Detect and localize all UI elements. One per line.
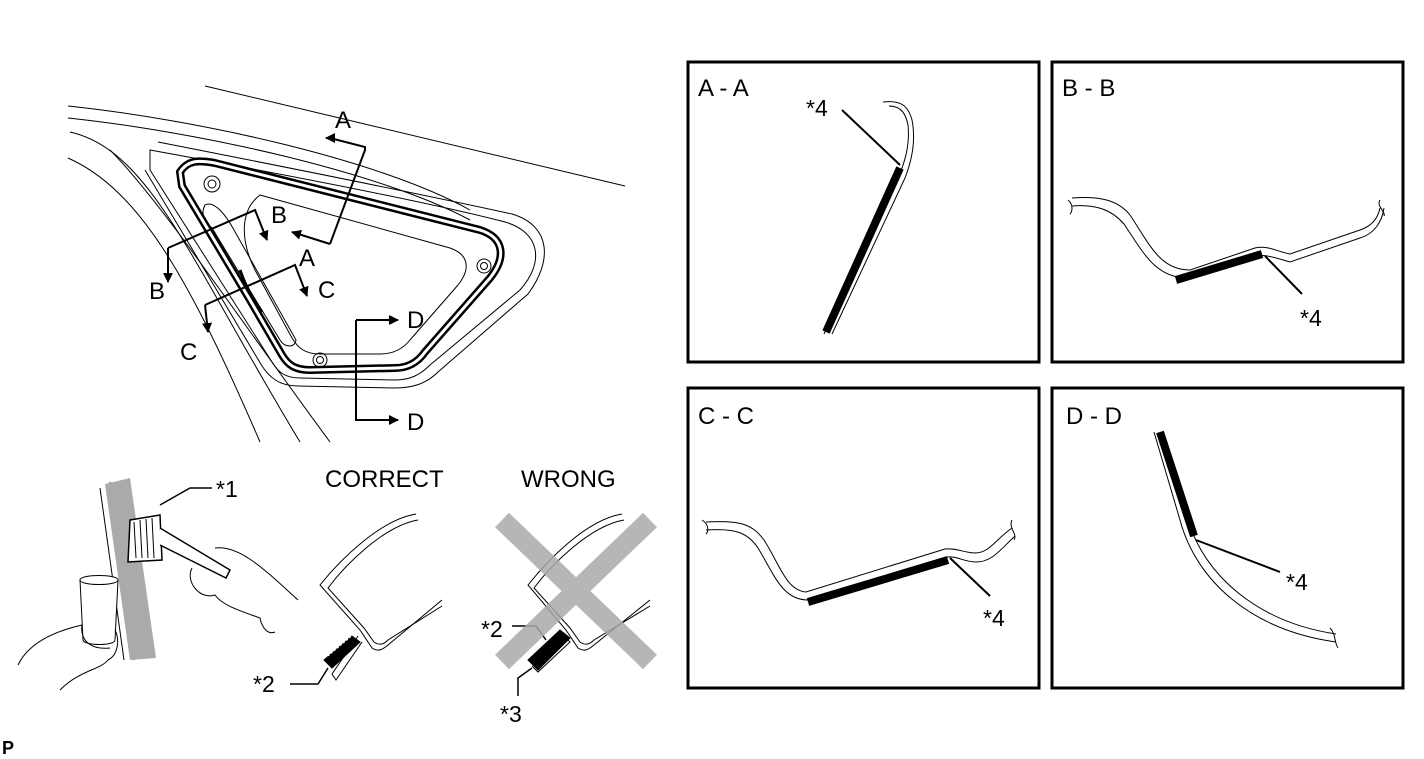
brush-icon xyxy=(127,514,163,563)
wrong-cross-icon xyxy=(495,512,657,670)
section-title-b: B - B xyxy=(1062,75,1115,102)
section-panel-d: D - D *4 xyxy=(1050,386,1405,690)
section-letter-b-right: B xyxy=(271,202,287,229)
wrong-label: WRONG xyxy=(521,466,616,493)
section-letter-c-left: C xyxy=(180,339,197,366)
section-callout-d: *4 xyxy=(1286,569,1308,595)
section-letter-d-top: D xyxy=(407,307,424,334)
correct-callout: *2 xyxy=(253,671,275,697)
section-callout-a: *4 xyxy=(806,95,828,121)
section-letters: A A B B C C D D xyxy=(149,107,424,436)
section-callout-c: *4 xyxy=(983,605,1005,631)
corner-code: P xyxy=(2,738,14,758)
section-title-c: C - C xyxy=(698,403,754,430)
wrong-callout-top: *2 xyxy=(481,616,503,642)
wrong-sealer-drawing xyxy=(512,513,651,696)
section-panel-a: A - A *4 xyxy=(686,60,1041,364)
correct-label: CORRECT xyxy=(325,466,444,493)
section-panel-c: C - C *4 xyxy=(686,386,1041,690)
section-title-a: A - A xyxy=(698,75,749,102)
section-cut-lines xyxy=(163,133,399,425)
correct-sealer-drawing xyxy=(290,513,443,685)
brush-callout: *1 xyxy=(216,476,238,502)
wrong-callout-bottom: *3 xyxy=(500,701,522,727)
section-letter-a-top: A xyxy=(335,107,351,134)
section-letter-b-left: B xyxy=(149,278,165,305)
brush-application-drawing xyxy=(17,478,299,691)
section-callout-b: *4 xyxy=(1300,305,1322,331)
section-letter-a-bottom: A xyxy=(299,245,315,272)
overview-drawing xyxy=(67,85,626,443)
section-title-d: D - D xyxy=(1066,403,1122,430)
section-panel-b: B - B *4 xyxy=(1050,60,1405,364)
section-letter-c-right: C xyxy=(318,277,335,304)
section-letter-d-bottom: D xyxy=(407,409,424,436)
shaded-panel xyxy=(105,478,156,660)
